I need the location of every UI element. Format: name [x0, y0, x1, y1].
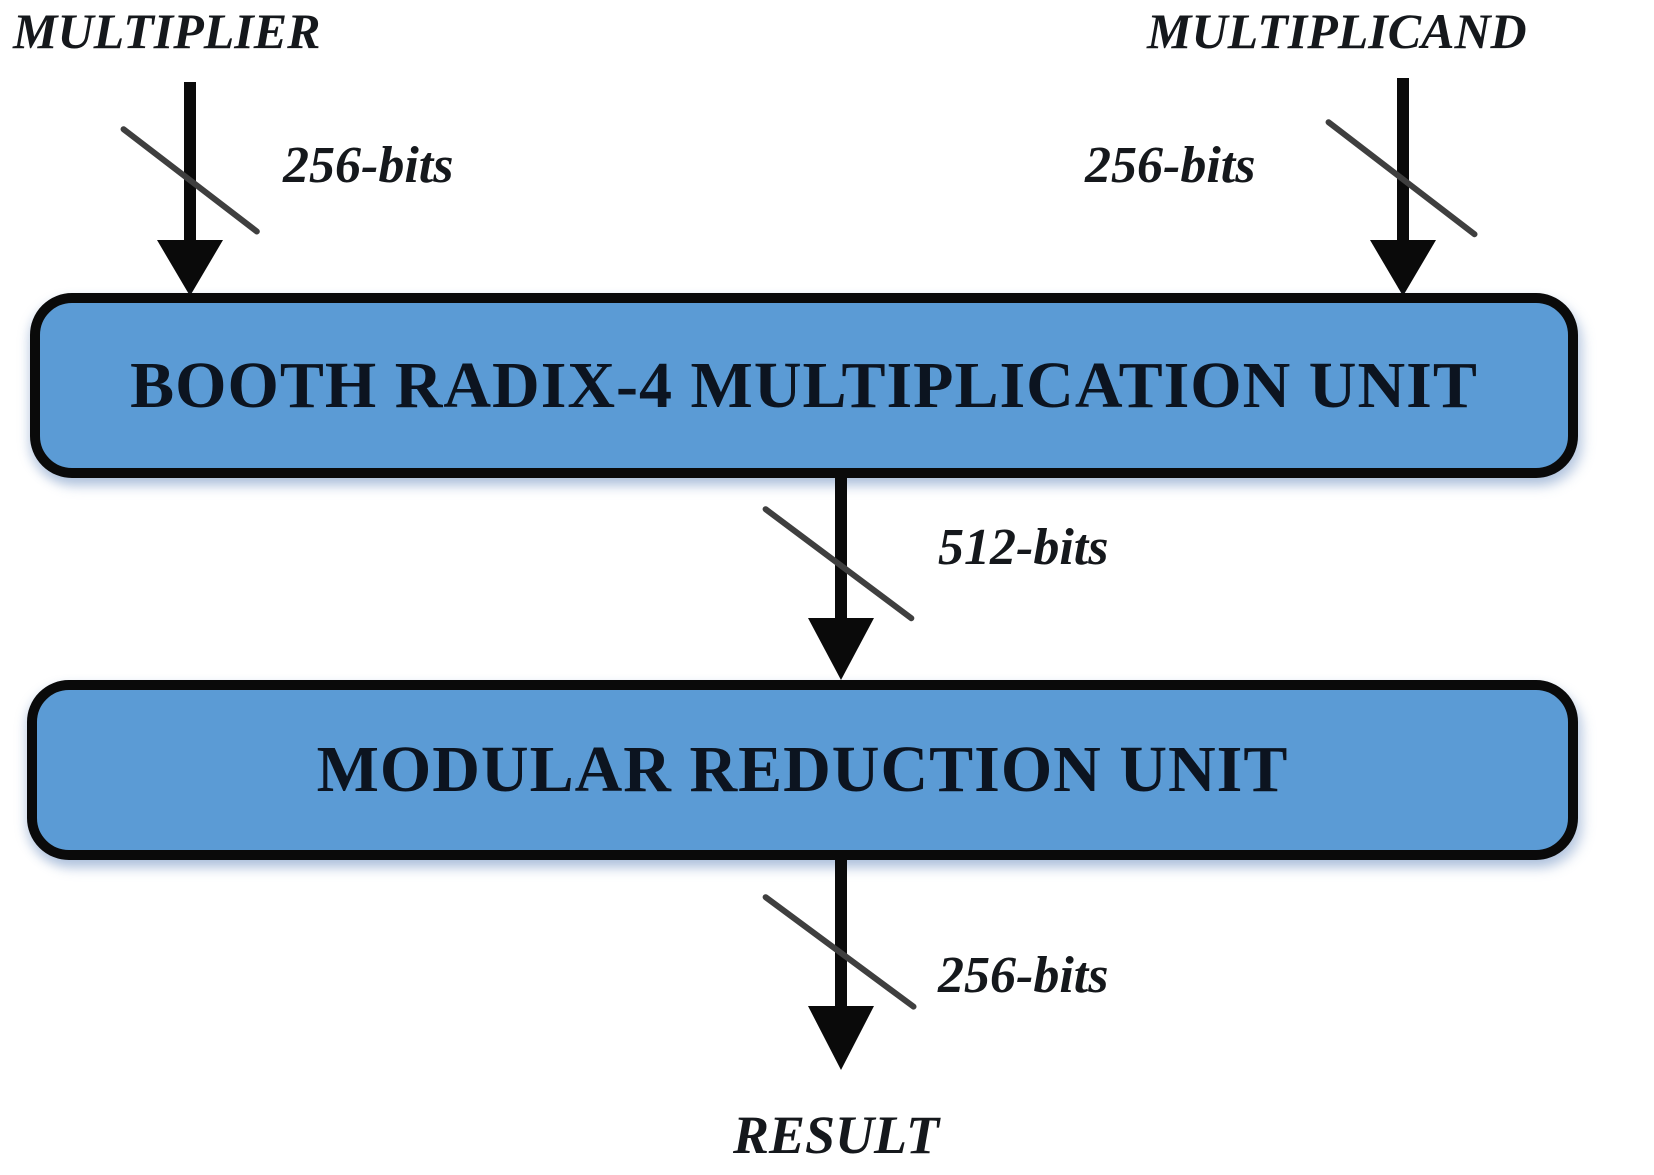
- multiplicand-bus-width-label: 256-bits: [1085, 137, 1256, 194]
- intermediate-bus-width-label: 512-bits: [938, 519, 1109, 576]
- result-output-label: RESULT: [732, 1105, 940, 1165]
- multiplicand-arrow-down-icon: [1397, 78, 1409, 244]
- multiplier-arrowhead-icon: [157, 240, 223, 296]
- intermediate-arrow-down-icon: [835, 468, 847, 620]
- output-bus-width-label: 256-bits: [938, 947, 1109, 1004]
- output-arrowhead-icon: [808, 1006, 874, 1070]
- multiplicand-input-label: MULTIPLICAND: [1147, 3, 1527, 59]
- multiplier-input-label: MULTIPLIER: [13, 3, 321, 59]
- modular-reduction-unit-block: MODULAR REDUCTION UNIT: [27, 680, 1578, 860]
- intermediate-arrowhead-icon: [808, 618, 874, 680]
- multiplier-arrow-down-icon: [184, 82, 196, 244]
- booth-radix4-multiplication-unit-label: BOOTH RADIX-4 MULTIPLICATION UNIT: [130, 348, 1478, 422]
- modular-reduction-unit-label: MODULAR REDUCTION UNIT: [316, 733, 1289, 806]
- output-arrow-down-icon: [835, 852, 847, 1010]
- booth-radix4-multiplication-unit-block: BOOTH RADIX-4 MULTIPLICATION UNIT: [30, 293, 1578, 478]
- multiplier-bus-width-label: 256-bits: [283, 137, 454, 194]
- multiplicand-arrowhead-icon: [1370, 240, 1436, 296]
